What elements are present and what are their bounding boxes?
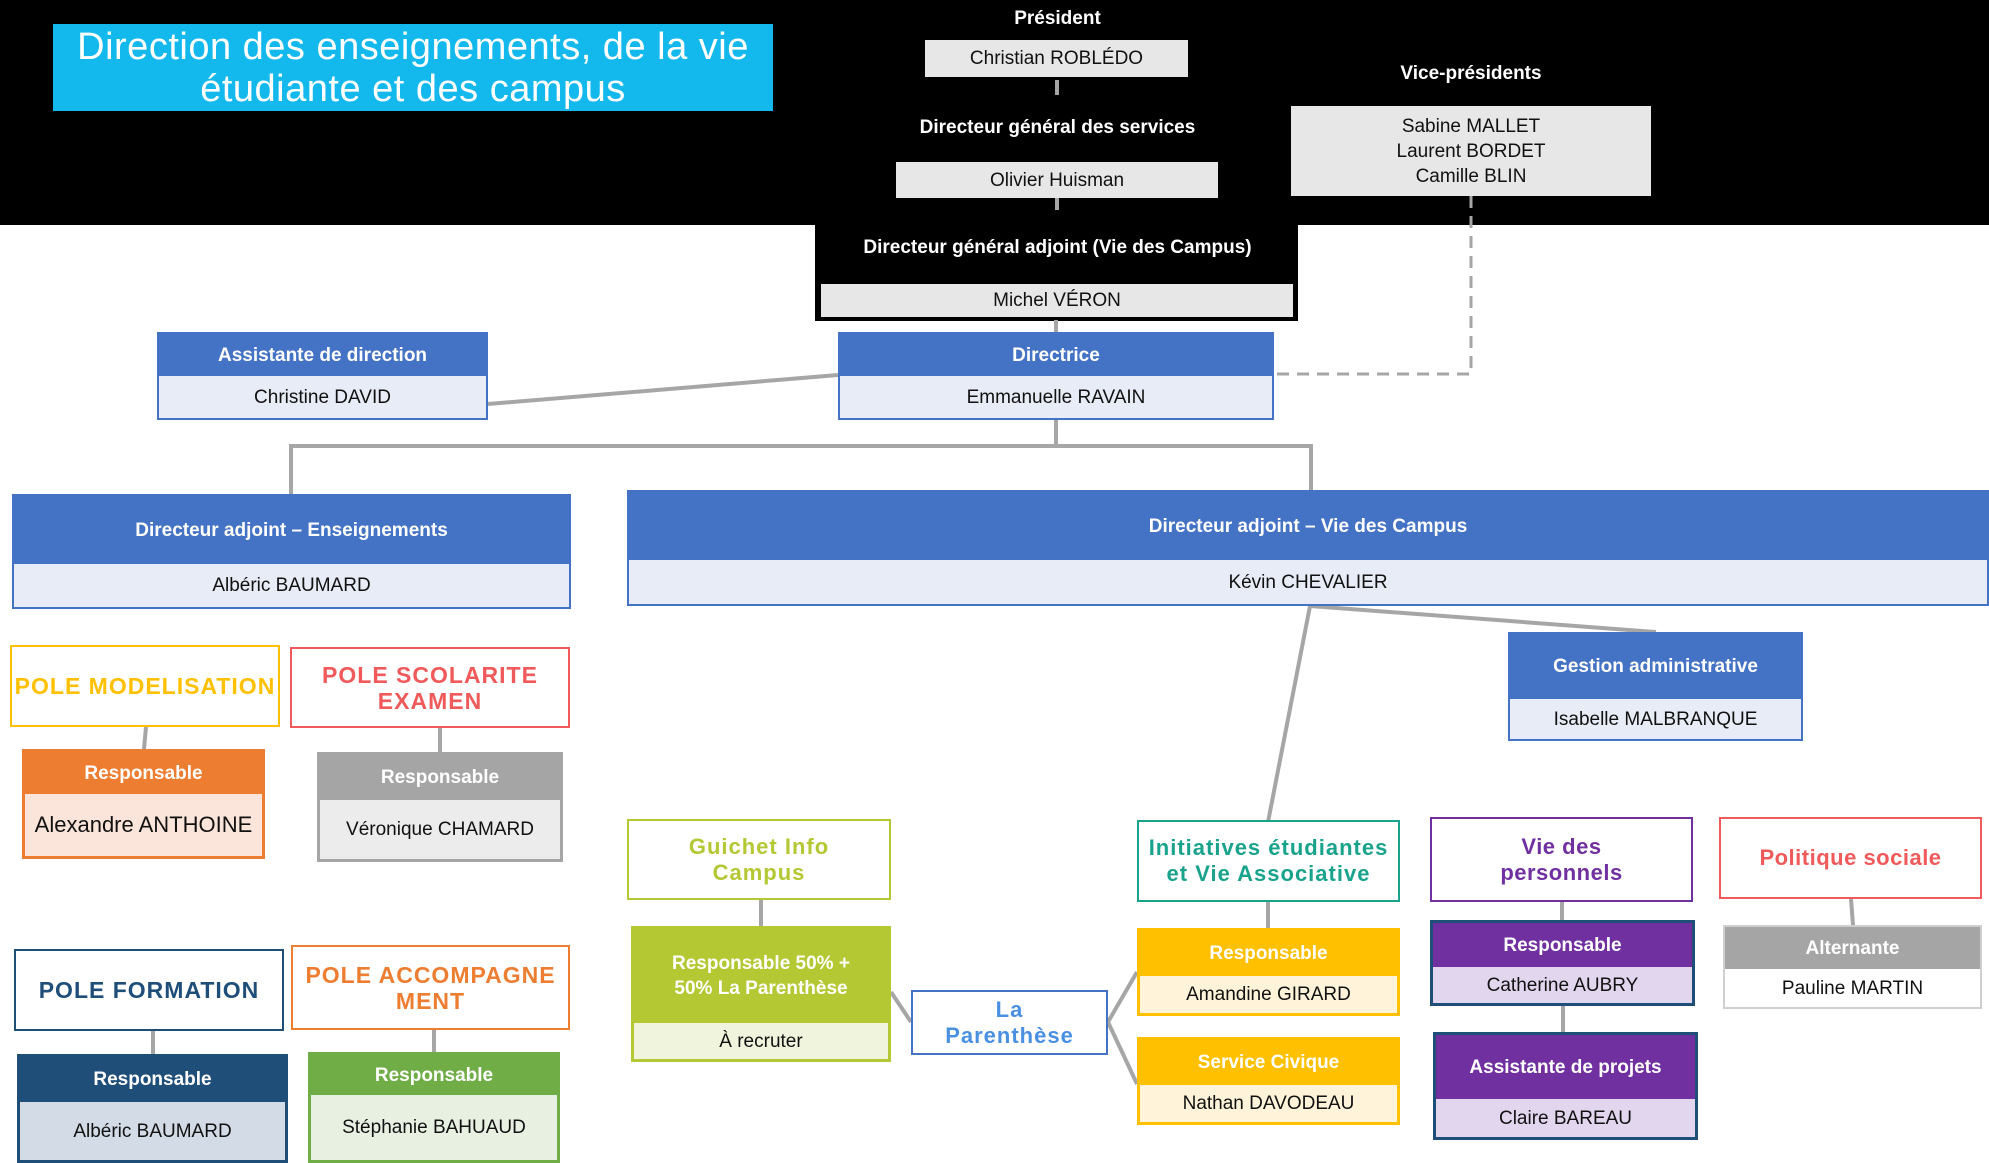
president-name: Christian ROBLÉDO	[925, 40, 1188, 77]
pole-modelisation-title: POLE MODELISATION	[10, 645, 280, 727]
initiatives-box: Responsable Amandine GIRARD	[1137, 928, 1400, 1016]
dga-name: Michel VÉRON	[819, 282, 1295, 319]
gestion-name: Isabelle MALBRANQUE	[1510, 699, 1801, 739]
vie-personnels-name: Catherine AUBRY	[1433, 967, 1692, 1003]
vp-label: Vice-présidents	[1400, 63, 1542, 84]
service-civique-box: Service Civique Nathan DAVODEAU	[1137, 1037, 1400, 1125]
vp-names: Sabine MALLET Laurent BORDET Camille BLI…	[1291, 106, 1651, 196]
da-enseignements-label: Directeur adjoint – Enseignements	[14, 496, 569, 564]
service-civique-role: Service Civique	[1140, 1040, 1397, 1085]
pole-scolarite-role: Responsable	[320, 755, 560, 800]
connector	[142, 726, 148, 750]
da-enseignements-name: Albéric BAUMARD	[14, 564, 569, 607]
dgs-label: Directeur général des services	[919, 117, 1196, 138]
directrice-name: Emmanuelle RAVAIN	[840, 376, 1272, 418]
initiatives-title: Initiatives étudiantes et Vie Associativ…	[1137, 820, 1400, 902]
guichet-box: Responsable 50% + 50% La Parenthèse À re…	[631, 926, 891, 1062]
gestion-box: Gestion administrative Isabelle MALBRANQ…	[1508, 632, 1803, 741]
guichet-name: À recruter	[634, 1023, 888, 1059]
page-title: Direction des enseignements, de la vie é…	[53, 24, 773, 111]
service-civique-name: Nathan DAVODEAU	[1140, 1085, 1397, 1122]
vie-personnels-title: Vie des personnels	[1430, 817, 1693, 902]
assistante-box: Assistante de direction Christine DAVID	[157, 332, 488, 420]
connector	[1309, 604, 1657, 634]
pole-accompagnement-title: POLE ACCOMPAGNEMENT	[291, 945, 570, 1030]
da-campus-label: Directeur adjoint – Vie des Campus	[629, 492, 1987, 560]
connector	[289, 420, 1058, 494]
pole-formation-box: Responsable Albéric BAUMARD	[17, 1054, 288, 1163]
da-campus-name: Kévin CHEVALIER	[629, 560, 1987, 604]
connector	[1106, 970, 1139, 1024]
directrice-label: Directrice	[840, 334, 1272, 376]
da-campus-box: Directeur adjoint – Vie des Campus Kévin…	[627, 490, 1989, 606]
dgs-name: Olivier Huisman	[896, 162, 1218, 198]
guichet-role: Responsable 50% + 50% La Parenthèse	[634, 929, 888, 1023]
connector	[1266, 605, 1312, 823]
vie-personnels-role: Responsable	[1433, 923, 1692, 967]
connector	[1106, 1021, 1139, 1085]
connector	[1056, 444, 1313, 490]
pole-formation-title: POLE FORMATION	[14, 949, 284, 1031]
gestion-label: Gestion administrative	[1510, 634, 1801, 699]
vp-name: Laurent BORDET	[1396, 140, 1546, 162]
vp-dashed-connector	[1272, 196, 1473, 376]
vp-name: Camille BLIN	[1415, 165, 1527, 187]
initiatives-role: Responsable	[1140, 931, 1397, 976]
pole-accompagnement-role: Responsable	[311, 1055, 557, 1095]
vie-personnels-box: Responsable Catherine AUBRY	[1430, 920, 1695, 1006]
pole-scolarite-box: Responsable Véronique CHAMARD	[317, 752, 563, 862]
initiatives-name: Amandine GIRARD	[1140, 976, 1397, 1013]
dga-label: Directeur général adjoint (Vie des Campu…	[863, 237, 1252, 258]
assistante-name: Christine DAVID	[159, 376, 486, 418]
assistante-projets-box: Assistante de projets Claire BAREAU	[1433, 1032, 1698, 1140]
pole-formation-role: Responsable	[20, 1057, 285, 1102]
assistante-projets-name: Claire BAREAU	[1436, 1099, 1695, 1137]
assistante-label: Assistante de direction	[159, 334, 486, 376]
parenthese-title: La Parenthèse	[911, 990, 1108, 1055]
pole-accompagnement-name: Stéphanie BAHUAUD	[311, 1095, 557, 1160]
pole-scolarite-title: POLE SCOLARITE EXAMEN	[290, 647, 570, 728]
connector	[889, 990, 913, 1024]
politique-sociale-role: Alternante	[1725, 927, 1980, 969]
assistante-projets-role: Assistante de projets	[1436, 1035, 1695, 1099]
vp-name: Sabine MALLET	[1401, 115, 1541, 137]
pole-formation-name: Albéric BAUMARD	[20, 1102, 285, 1160]
da-enseignements-box: Directeur adjoint – Enseignements Albéri…	[12, 494, 571, 609]
politique-sociale-box: Alternante Pauline MARTIN	[1723, 925, 1982, 1009]
connector	[1849, 898, 1855, 926]
pole-modelisation-role: Responsable	[25, 752, 262, 794]
politique-sociale-name: Pauline MARTIN	[1725, 969, 1980, 1007]
pole-modelisation-box: Responsable Alexandre ANTHOINE	[22, 749, 265, 859]
guichet-title: Guichet Info Campus	[627, 819, 891, 900]
politique-sociale-title: Politique sociale	[1719, 817, 1982, 899]
pole-scolarite-name: Véronique CHAMARD	[320, 800, 560, 859]
pole-accompagnement-box: Responsable Stéphanie BAHUAUD	[308, 1052, 560, 1163]
pole-modelisation-name: Alexandre ANTHOINE	[25, 794, 262, 856]
president-label: Président	[1014, 8, 1101, 29]
connector	[487, 373, 839, 406]
directrice-box: Directrice Emmanuelle RAVAIN	[838, 332, 1274, 420]
